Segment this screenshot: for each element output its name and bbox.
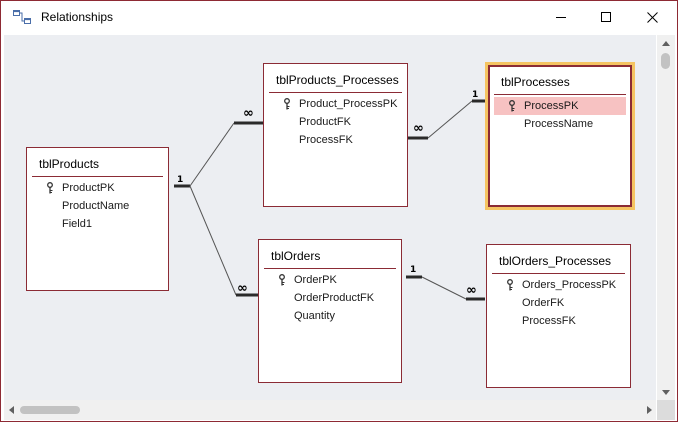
field-name: ProductPK bbox=[62, 182, 115, 194]
field-row[interactable]: ProductName bbox=[32, 197, 163, 215]
maximize-button[interactable] bbox=[583, 1, 629, 33]
cardinality-many-label: ∞ bbox=[237, 281, 248, 296]
cardinality-one-label: 1 bbox=[410, 265, 417, 275]
horizontal-scrollbar[interactable] bbox=[4, 400, 656, 420]
table-title-divider bbox=[269, 92, 402, 93]
vertical-scrollbar[interactable] bbox=[657, 35, 675, 400]
field-name: Field1 bbox=[62, 218, 92, 230]
join-line-segment bbox=[421, 276, 467, 300]
vertical-scroll-thumb[interactable] bbox=[661, 53, 670, 69]
field-name: OrderFK bbox=[522, 297, 565, 309]
window-title: Relationships bbox=[41, 10, 114, 24]
horizontal-scroll-thumb[interactable] bbox=[20, 406, 80, 414]
field-name: Orders_ProcessPK bbox=[522, 279, 617, 291]
cardinality-one-label: 1 bbox=[177, 175, 184, 185]
cardinality-many-label: ∞ bbox=[466, 283, 477, 298]
close-icon bbox=[646, 11, 658, 23]
field-row[interactable]: ProcessName bbox=[494, 115, 626, 133]
field-row[interactable]: ProcessFK bbox=[492, 312, 625, 330]
field-row[interactable]: OrderPK bbox=[264, 271, 396, 289]
scroll-right-button[interactable] bbox=[642, 400, 656, 420]
table-title: tblProcesses bbox=[501, 75, 570, 89]
field-name: OrderPK bbox=[294, 274, 337, 286]
relationships-canvas[interactable]: 1 ∞ ∞ ∞ 1 1 ∞ tblProducts ProductPK Prod… bbox=[4, 35, 656, 400]
field-name: ProcessFK bbox=[299, 134, 353, 146]
primary-key-icon bbox=[284, 98, 290, 110]
scrollbar-corner bbox=[657, 400, 675, 420]
field-row[interactable]: ProductFK bbox=[269, 113, 402, 131]
table-title: tblOrders bbox=[271, 249, 321, 263]
join-line-segment bbox=[427, 100, 473, 139]
relationship-lines bbox=[174, 99, 488, 301]
relationships-app-icon bbox=[13, 10, 31, 24]
scroll-right-arrow-icon bbox=[646, 406, 652, 414]
field-name: ProcessName bbox=[524, 118, 594, 130]
scroll-down-arrow-icon bbox=[662, 389, 670, 395]
close-button[interactable] bbox=[629, 1, 675, 33]
table-tblproducts-processes[interactable]: tblProducts_Processes Product_ProcessPK … bbox=[263, 63, 408, 207]
table-title-divider bbox=[32, 176, 163, 177]
table-tblproducts[interactable]: tblProducts ProductPK ProductName Field1 bbox=[26, 147, 169, 291]
field-row[interactable]: OrderFK bbox=[492, 294, 625, 312]
field-row[interactable]: Orders_ProcessPK bbox=[492, 276, 625, 294]
scroll-left-arrow-icon bbox=[8, 406, 14, 414]
minimize-icon bbox=[556, 17, 566, 18]
primary-key-icon bbox=[47, 182, 53, 194]
field-row-selected[interactable]: ProcessPK bbox=[494, 97, 626, 115]
table-title: tblOrders_Processes bbox=[499, 254, 612, 268]
cardinality-many-label: ∞ bbox=[243, 106, 254, 121]
field-name: Quantity bbox=[294, 310, 335, 322]
join-line-segment bbox=[189, 122, 235, 187]
field-name: OrderProductFK bbox=[294, 292, 375, 304]
scroll-up-button[interactable] bbox=[657, 35, 675, 51]
table-tblorders-processes[interactable]: tblOrders_Processes Orders_ProcessPK Ord… bbox=[486, 244, 631, 388]
minimize-button[interactable] bbox=[538, 1, 584, 33]
field-name: Product_ProcessPK bbox=[299, 98, 398, 110]
scroll-down-button[interactable] bbox=[657, 384, 675, 400]
table-title: tblProducts_Processes bbox=[276, 73, 399, 87]
field-row[interactable]: Product_ProcessPK bbox=[269, 95, 402, 113]
join-line-segment bbox=[189, 185, 237, 296]
table-title-divider bbox=[492, 273, 625, 274]
table-tblorders[interactable]: tblOrders OrderPK OrderProductFK Quantit… bbox=[258, 239, 402, 383]
cardinality-many-label: ∞ bbox=[413, 121, 424, 136]
field-name: ProcessFK bbox=[522, 315, 576, 327]
table-title-divider bbox=[264, 268, 396, 269]
scroll-up-arrow-icon bbox=[662, 40, 670, 46]
field-row[interactable]: Field1 bbox=[32, 215, 163, 233]
primary-key-icon bbox=[509, 100, 515, 112]
table-title: tblProducts bbox=[39, 157, 100, 171]
title-bar[interactable]: Relationships bbox=[1, 1, 677, 34]
field-name: ProductName bbox=[62, 200, 130, 212]
field-row[interactable]: OrderProductFK bbox=[264, 289, 396, 307]
field-row[interactable]: ProcessFK bbox=[269, 131, 402, 149]
primary-key-icon bbox=[507, 279, 513, 291]
scroll-left-button[interactable] bbox=[4, 400, 18, 420]
field-row[interactable]: ProductPK bbox=[32, 179, 163, 197]
field-name: ProductFK bbox=[299, 116, 351, 128]
table-tblprocesses[interactable]: tblProcesses ProcessPK ProcessName bbox=[485, 62, 635, 210]
maximize-icon bbox=[601, 12, 611, 22]
field-row[interactable]: Quantity bbox=[264, 307, 396, 325]
cardinality-one-label: 1 bbox=[472, 90, 479, 100]
table-title-divider bbox=[494, 94, 626, 95]
field-name: ProcessPK bbox=[524, 100, 579, 112]
primary-key-icon bbox=[279, 274, 285, 286]
